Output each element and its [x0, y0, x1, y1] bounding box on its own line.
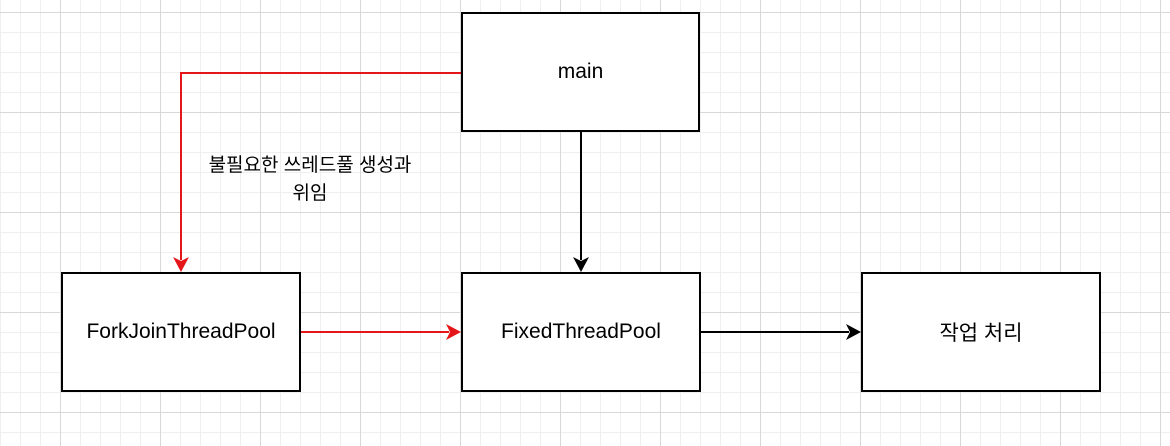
node-task-processing[interactable]: 작업 처리 [861, 272, 1101, 392]
node-fixed-thread-pool[interactable]: FixedThreadPool [461, 272, 701, 392]
edge-main-to-forkjoin [180, 72, 461, 260]
arrowhead-task [846, 324, 861, 340]
node-main[interactable]: main [461, 12, 700, 132]
node-forkjoin-thread-pool[interactable]: ForkJoinThreadPool [61, 272, 301, 392]
arrowhead-fixed-top [573, 257, 589, 272]
node-task-label: 작업 처리 [939, 322, 1023, 345]
node-main-label: main [557, 60, 604, 83]
arrowhead-forkjoin [173, 257, 189, 272]
node-forkjoin-label: ForkJoinThreadPool [86, 320, 276, 343]
arrowhead-fixed-left [446, 324, 461, 340]
edge-label-main-to-forkjoin: 불필요한 쓰레드풀 생성과 위임 [208, 155, 412, 204]
node-fixed-label: FixedThreadPool [501, 320, 661, 343]
